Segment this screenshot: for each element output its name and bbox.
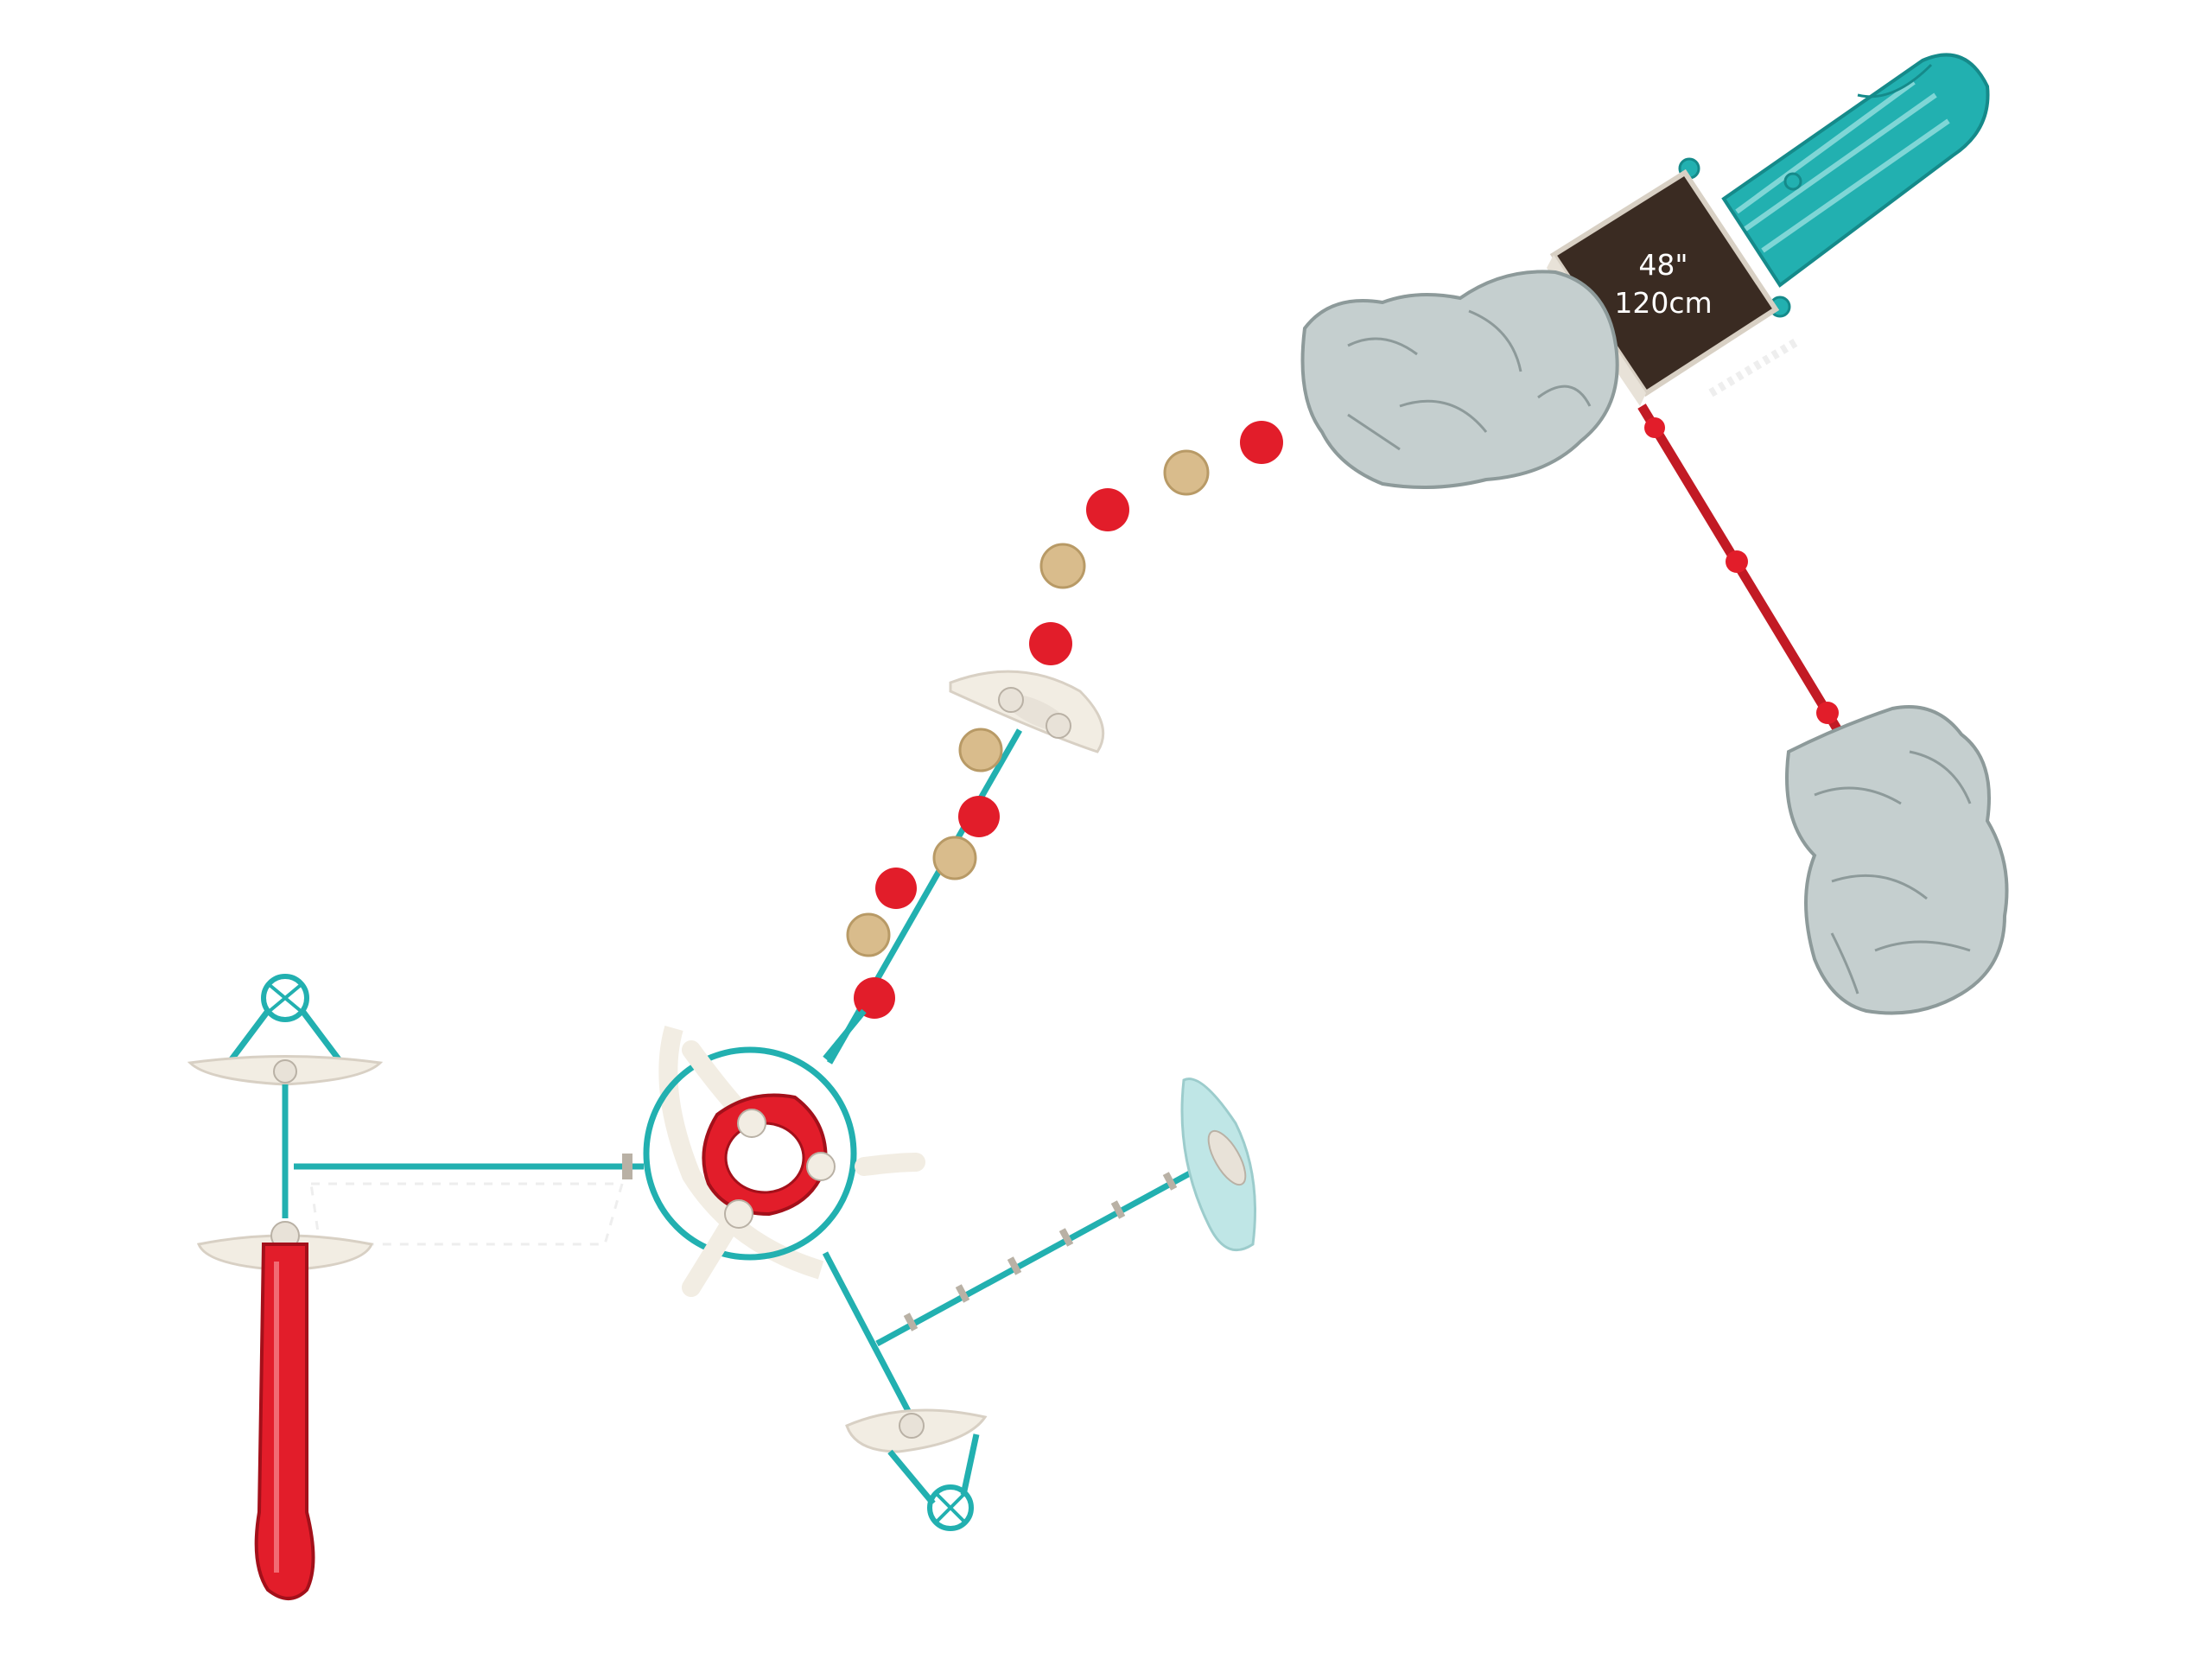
upper-boulder [1300,270,1619,489]
chain-bridge-right [875,1154,1220,1347]
deck-height-cm: 120cm [1614,286,1712,320]
teal-disc-station [1180,1077,1256,1252]
lower-boulder [1785,705,2009,1015]
red-tube-slide [196,1221,374,1600]
red-pod [958,796,1000,837]
tan-pod [932,836,977,880]
central-hub-ring [643,1025,925,1297]
net-bridge-left [294,1154,644,1246]
upper-spinner-station [949,670,1105,753]
tan-pod [1163,449,1210,496]
red-pod [854,977,895,1019]
balance-beam-diagonal [826,728,1023,1065]
stepping-pods-arc [1029,421,1283,665]
hub-spoke-lower [822,1008,919,1427]
tan-pod [958,728,1003,772]
teal-wave-slide [1678,53,1990,318]
red-pod [875,868,917,909]
lower-net-spinner [845,1408,988,1531]
red-pod [1086,488,1129,531]
red-pod [1240,421,1283,464]
red-pod [1029,622,1072,665]
tan-pod [1039,543,1086,589]
red-pole-climber [1637,404,1845,737]
upper-left-net-spinner [187,974,384,1218]
tan-pod [846,912,891,957]
deck-height-in: 48" [1638,248,1688,282]
